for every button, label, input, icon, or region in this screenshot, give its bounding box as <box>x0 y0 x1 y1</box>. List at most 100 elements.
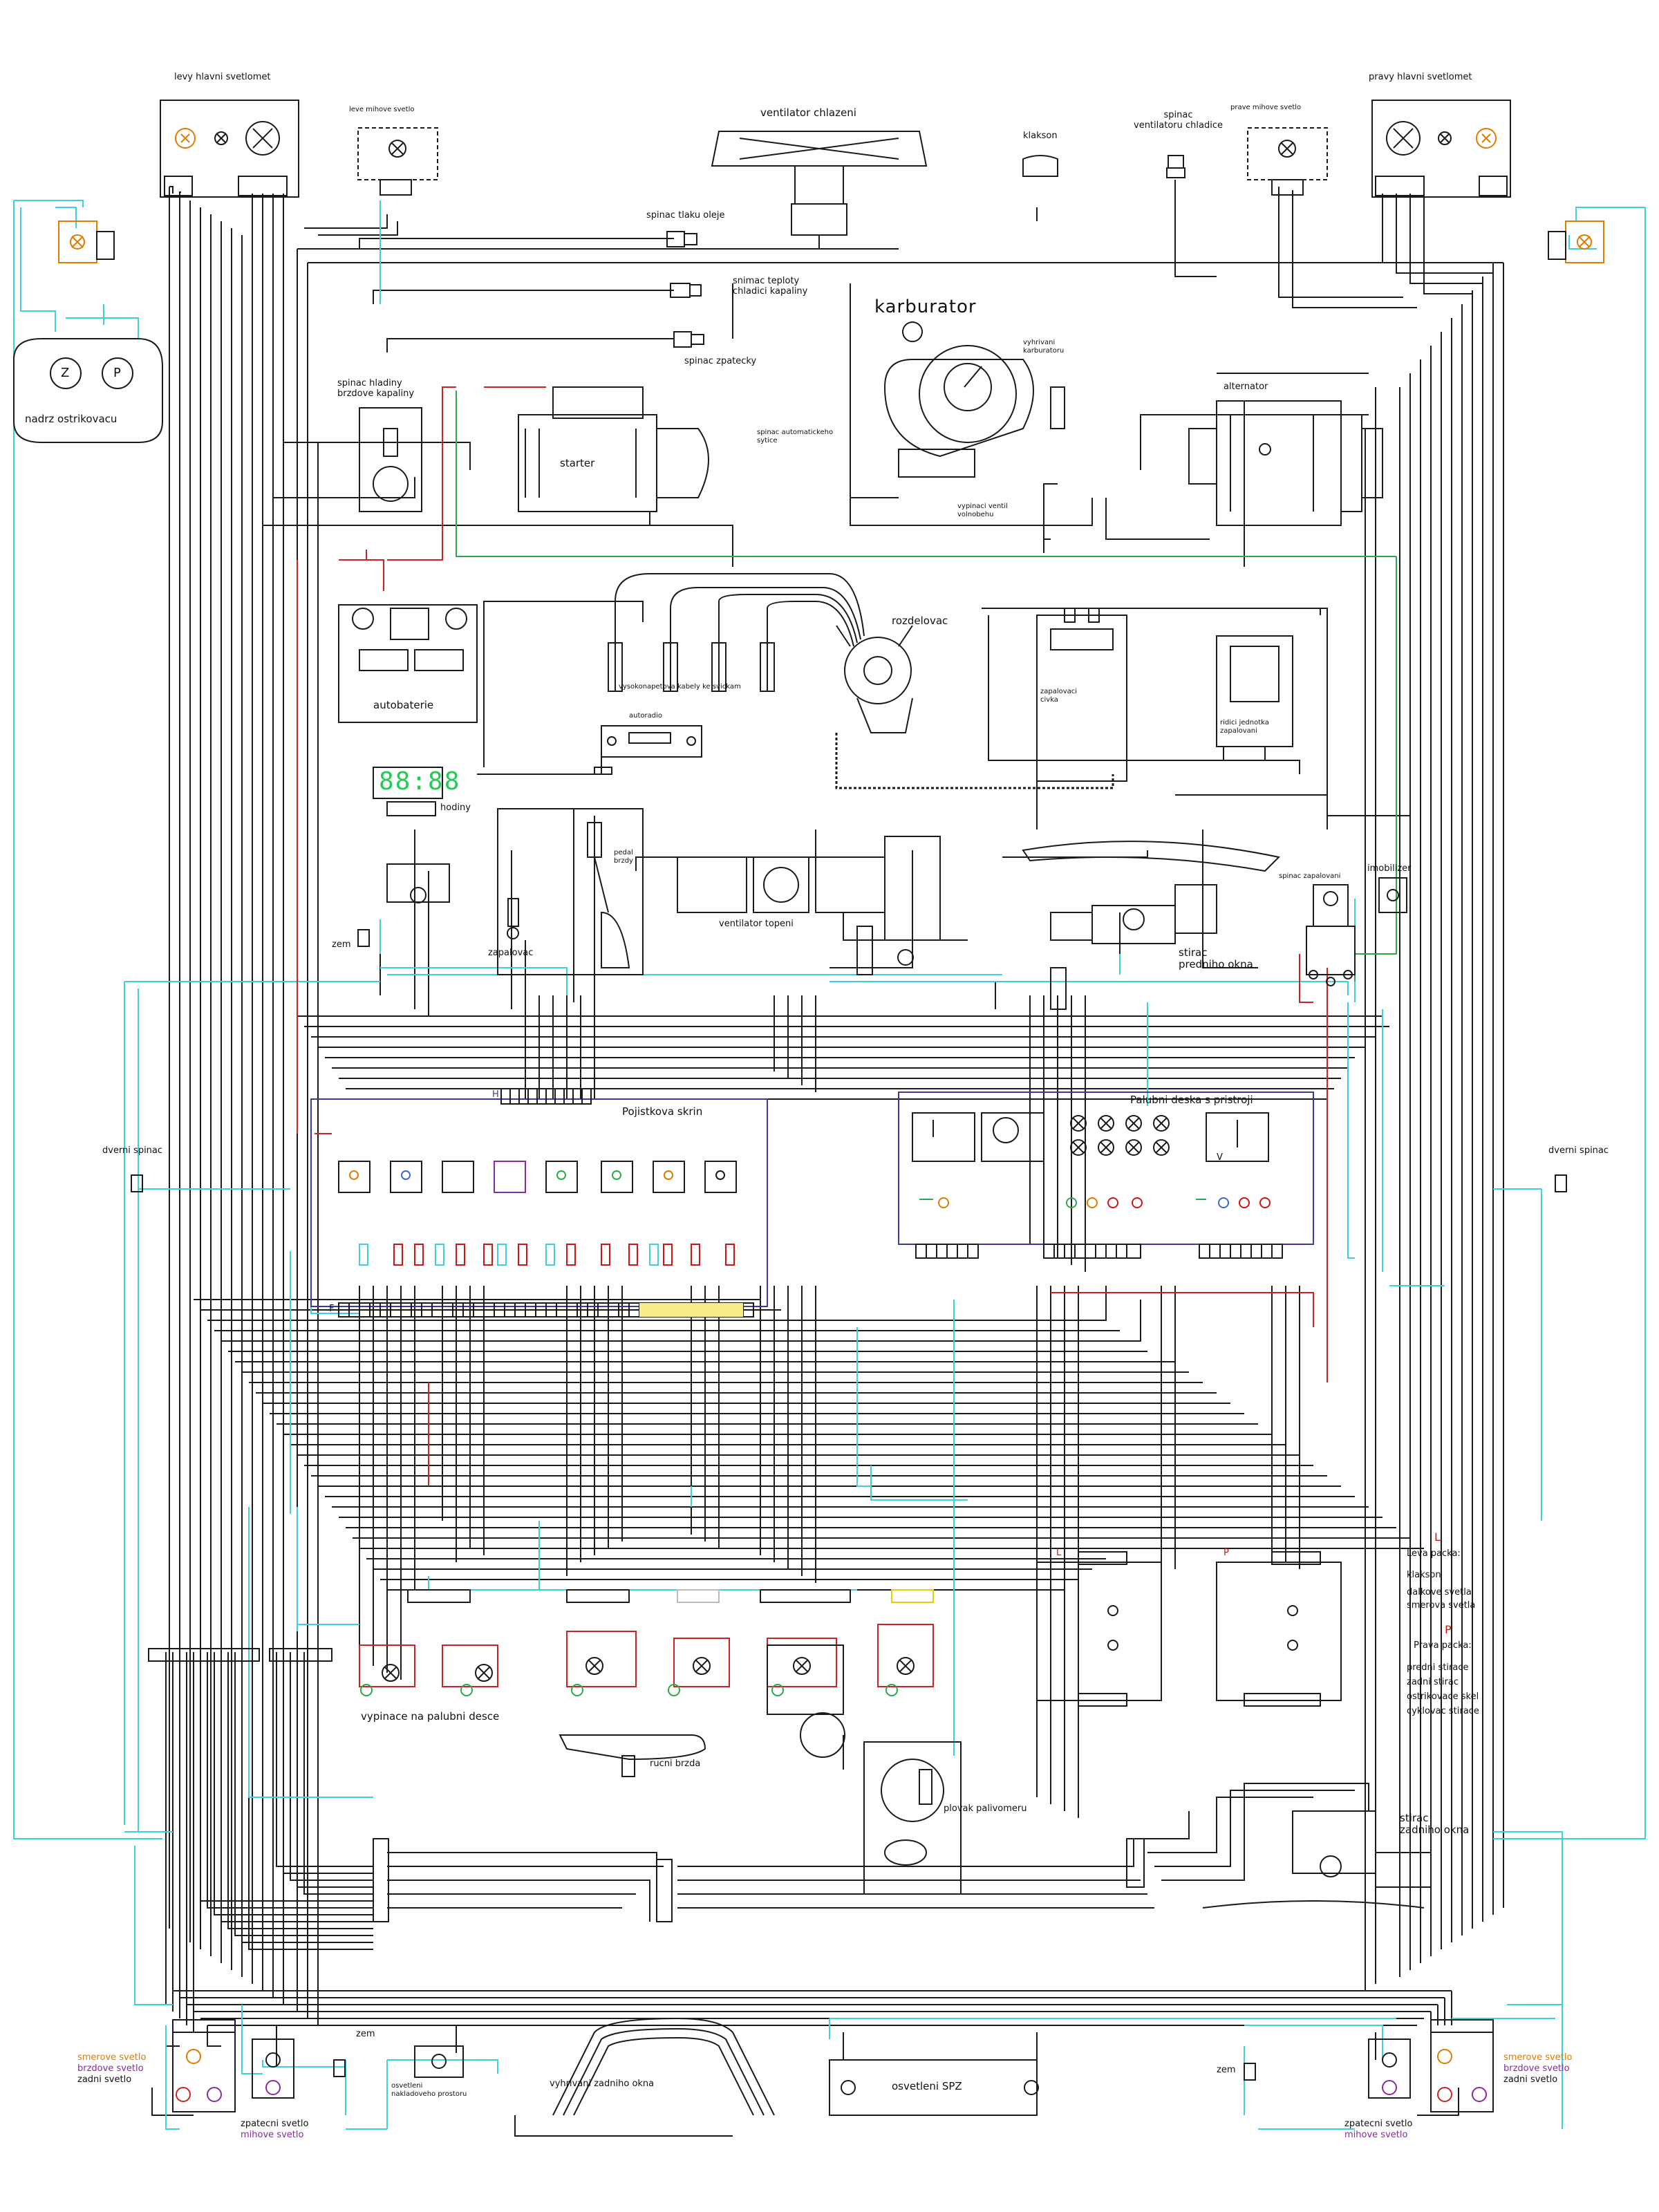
fuses <box>359 1244 735 1266</box>
legend-right-item: zadni stirac <box>1407 1677 1459 1688</box>
stalk-P-label: P <box>1224 1548 1229 1558</box>
tail-light-left-label: zadni svetlo <box>77 2074 132 2085</box>
left-stalk <box>1036 1551 1162 1707</box>
brake-fluid-switch <box>359 407 422 512</box>
ground-label-rear-right: zem <box>1217 2065 1236 2075</box>
door-switch-left-label: dverni spinac <box>102 1145 163 1156</box>
turn-light-left-label: smerove svetlo <box>77 2052 147 2063</box>
front-wiper-label: stirac predniho okna <box>1179 946 1253 971</box>
oil-pressure-label: spinac tlaku oleje <box>646 210 725 221</box>
fuse-box <box>310 1088 768 1318</box>
rear-flasher-left-label: mihove svetlo <box>241 2130 304 2140</box>
legend-right-item: cyklovac stirace <box>1407 1706 1479 1717</box>
legend-left-item: klakson <box>1407 1570 1441 1581</box>
reverse-lamps <box>252 2038 1411 2099</box>
clock <box>373 767 443 816</box>
carburetor-label: karburator <box>874 297 977 317</box>
dash-switch-icons <box>360 1684 898 1696</box>
left-headlight <box>160 100 299 198</box>
switch-connectors <box>148 1648 332 1662</box>
turn-light-right-label: smerove svetlo <box>1503 2052 1573 2063</box>
horn <box>1022 155 1058 177</box>
washer-tank-label: nadrz ostrikovacu <box>25 413 118 425</box>
dashboard-label: Palubni deska s pristroji <box>1130 1094 1253 1106</box>
washer-pump-z: Z <box>61 366 70 380</box>
brake-pedal <box>573 808 644 975</box>
alternator <box>1188 400 1383 526</box>
ignition-switch-label: spinac zapalovani <box>1279 872 1341 880</box>
carburetor <box>883 321 1065 478</box>
ignition-control-unit <box>1216 635 1293 761</box>
clock-display: 88:88 <box>379 767 461 796</box>
left-rear-lamp-cluster <box>172 2019 236 2112</box>
dashboard-indicator-symbols <box>919 1197 1271 1208</box>
wires-red <box>297 386 1328 1486</box>
legend-left-item: dalkove svetla <box>1407 1587 1472 1598</box>
ignition-switch <box>1306 884 1356 986</box>
dash-switch-panel <box>359 1589 934 1770</box>
plate-light-label: osvetleni SPZ <box>892 2080 962 2092</box>
fuse-box-F-label: F <box>329 1304 335 1314</box>
rear-defrost-label: vyhrivani zadniho okna <box>550 2079 655 2089</box>
stalk-legend: L Leva packa: klakson dalkove svetla sme… <box>1407 1530 1531 1717</box>
rear-wiper <box>1126 1810 1432 1909</box>
rear-wiper-label: stirac zadniho okna <box>1400 1812 1470 1837</box>
ignition-coil <box>1036 608 1127 782</box>
starter-label: starter <box>560 457 595 469</box>
ignition-unit-label: ridici jednotka zapalovani <box>1220 719 1269 735</box>
instrument-cluster <box>898 1091 1314 1259</box>
heater-fan-label: ventilator topeni <box>719 919 794 929</box>
legend-right-letter: P <box>1445 1623 1452 1637</box>
lighter-label: zapalovac <box>488 948 534 958</box>
relay-glyphs <box>349 1170 725 1180</box>
fuel-float-label: plovak palivomeru <box>944 1803 1027 1814</box>
washer-tank <box>13 338 163 443</box>
right-headlight-label: pravy hlavni svetlomet <box>1369 72 1472 82</box>
radio-label: autoradio <box>629 712 662 720</box>
engine-sensors <box>666 231 704 348</box>
left-flasher-lamp <box>357 127 438 196</box>
right-flasher-lamp <box>1247 127 1328 196</box>
right-rear-lamp-cluster <box>1430 2019 1494 2112</box>
reverse-light-right-label: zpatecni svetlo <box>1344 2119 1413 2129</box>
legend-left-item: smerova svetla <box>1407 1600 1476 1611</box>
reverse-switch-label: spinac zpatecky <box>684 356 757 366</box>
rear-flasher-right-label: mihove svetlo <box>1344 2130 1408 2140</box>
brake-fluid-label: spinac hladiny brzdove kapaliny <box>337 378 415 399</box>
fan-switch-label: spinac ventilatoru chladice <box>1134 110 1223 131</box>
wires-black <box>151 180 1504 2137</box>
right-side-turn-lamp <box>1565 221 1604 263</box>
stalk-L-label: L <box>1056 1548 1062 1558</box>
right-stalk <box>1216 1551 1342 1707</box>
wires-green <box>456 391 1397 982</box>
fuel-float <box>863 1741 962 1895</box>
coolant-temp-label: snimac teploty chladici kapaliny <box>733 276 808 297</box>
side-lamp-connectors <box>96 231 1566 260</box>
left-side-turn-lamp <box>58 221 97 263</box>
car-radio <box>594 725 702 775</box>
rear-connectors <box>373 1838 673 1922</box>
legend-right-item: ostrikovace skel <box>1407 1691 1479 1703</box>
warning-lamps <box>1070 1115 1170 1156</box>
handbrake-label: rucni brzda <box>650 1759 701 1769</box>
rear-defrost <box>552 2017 775 2116</box>
reverse-light-left-label: zpatecni svetlo <box>241 2119 309 2129</box>
door-switch-right-label: dverni spinac <box>1548 1145 1609 1156</box>
distributor-label: rozdelovac <box>892 615 948 627</box>
left-headlight-label: levy hlavni svetlomet <box>174 72 271 82</box>
legend-right-title: Prava packa: <box>1414 1640 1472 1651</box>
handbrake <box>559 1734 706 1777</box>
washer-pump-p: P <box>113 366 121 380</box>
plate-lights <box>829 2059 1039 2116</box>
battery <box>338 604 478 723</box>
choke-switch-label: spinac automatickeho sytice <box>757 429 834 444</box>
legend-left-title: Leva packa: <box>1407 1548 1461 1559</box>
front-wiper <box>1022 841 1281 1010</box>
fan-switch <box>1166 155 1185 178</box>
horn-label: klakson <box>1023 131 1058 141</box>
heater-fan <box>677 836 941 975</box>
ground-points <box>333 929 1256 2081</box>
immobilizer <box>1378 877 1407 913</box>
ignition-coil-label: zapalovaci civka <box>1040 688 1078 704</box>
